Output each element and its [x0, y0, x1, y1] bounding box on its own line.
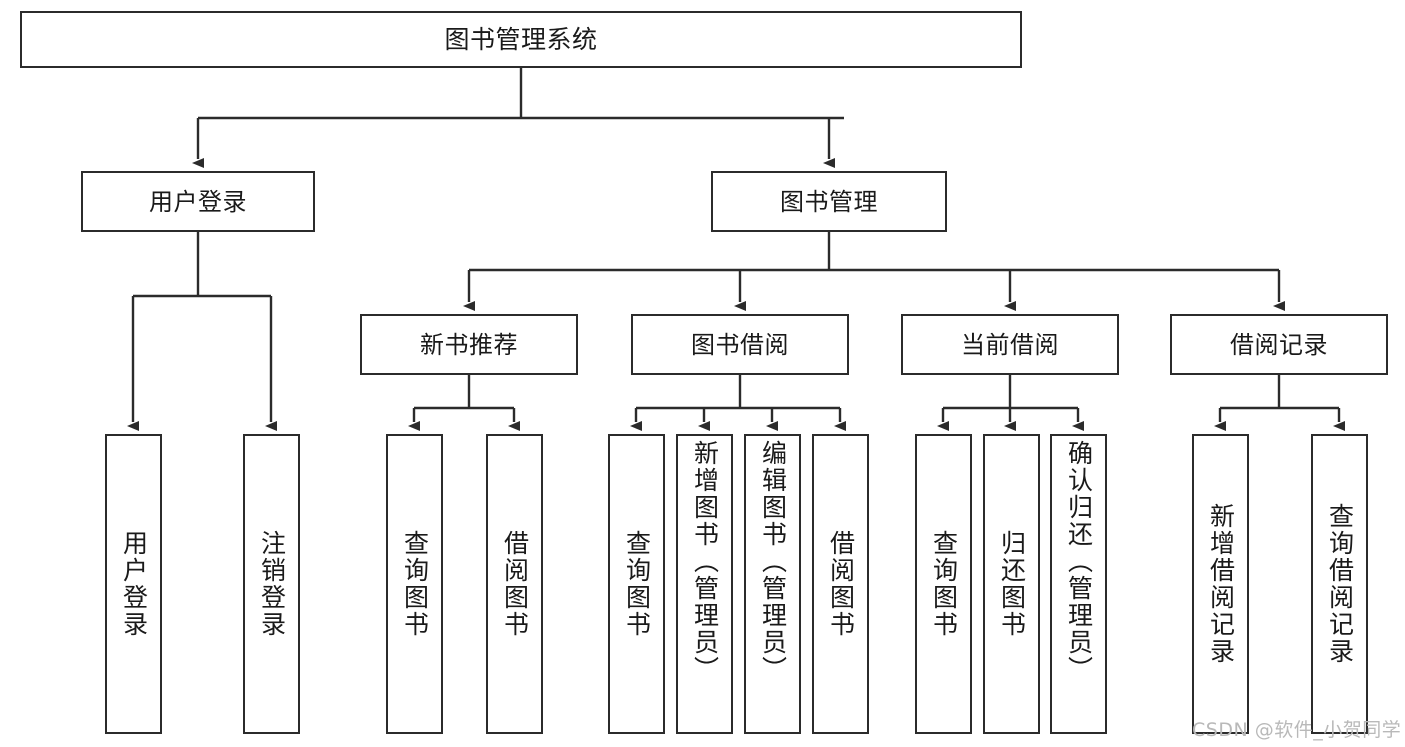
node-root-label: 图书管理系统 — [444, 25, 598, 54]
node-leaf-user-logout-label: 注销登录 — [257, 530, 287, 638]
edges-borrowrecord-to-leaves — [1214, 375, 1345, 431]
edges-currentborrow-to-leaves — [937, 375, 1084, 431]
node-leaf-edit-book-admin[interactable]: 编辑图书（管理员） — [744, 434, 801, 734]
node-user-login-label: 用户登录 — [149, 187, 247, 216]
node-borrow-record-label: 借阅记录 — [1230, 330, 1328, 359]
node-leaf-query-book-2-label: 查询图书 — [622, 530, 652, 638]
node-root[interactable]: 图书管理系统 — [20, 11, 1022, 68]
edges-userlogin-to-leaves — [127, 232, 277, 431]
node-user-login[interactable]: 用户登录 — [81, 171, 315, 232]
node-leaf-borrow-book-1[interactable]: 借阅图书 — [486, 434, 543, 734]
node-leaf-user-login[interactable]: 用户登录 — [105, 434, 162, 734]
edges-bookborrow-to-leaves — [630, 375, 846, 431]
node-new-book-recommend-label: 新书推荐 — [420, 330, 518, 359]
node-leaf-return-book-label: 归还图书 — [997, 530, 1027, 638]
node-leaf-query-book-3-label: 查询图书 — [929, 530, 959, 638]
node-book-borrow[interactable]: 图书借阅 — [631, 314, 849, 375]
node-borrow-record[interactable]: 借阅记录 — [1170, 314, 1388, 375]
node-leaf-borrow-book-2[interactable]: 借阅图书 — [812, 434, 869, 734]
node-leaf-borrow-book-1-label: 借阅图书 — [500, 530, 530, 638]
node-leaf-add-book-admin[interactable]: 新增图书（管理员） — [676, 434, 733, 734]
node-book-manage-label: 图书管理 — [780, 187, 878, 216]
node-current-borrow-label: 当前借阅 — [961, 330, 1059, 359]
node-leaf-query-borrow-record-label: 查询借阅记录 — [1325, 503, 1355, 665]
node-leaf-query-book-1-label: 查询图书 — [400, 530, 430, 638]
node-book-borrow-label: 图书借阅 — [691, 330, 789, 359]
node-leaf-add-book-admin-label: 新增图书（管理员） — [690, 440, 720, 683]
watermark: CSDN @软件_小贺同学 — [1192, 719, 1402, 741]
node-book-manage[interactable]: 图书管理 — [711, 171, 947, 232]
node-leaf-borrow-book-2-label: 借阅图书 — [826, 530, 856, 638]
node-current-borrow[interactable]: 当前借阅 — [901, 314, 1119, 375]
node-leaf-user-logout[interactable]: 注销登录 — [243, 434, 300, 734]
node-leaf-query-book-2[interactable]: 查询图书 — [608, 434, 665, 734]
node-leaf-confirm-return-admin-label: 确认归还（管理员） — [1064, 440, 1094, 683]
node-new-book-recommend[interactable]: 新书推荐 — [360, 314, 578, 375]
edges-newbook-to-leaves — [408, 375, 520, 431]
node-leaf-query-book-1[interactable]: 查询图书 — [386, 434, 443, 734]
node-leaf-confirm-return-admin[interactable]: 确认归还（管理员） — [1050, 434, 1107, 734]
node-leaf-add-borrow-record-label: 新增借阅记录 — [1206, 503, 1236, 665]
node-leaf-user-login-label: 用户登录 — [119, 530, 149, 638]
node-leaf-query-borrow-record[interactable]: 查询借阅记录 — [1311, 434, 1368, 734]
node-leaf-edit-book-admin-label: 编辑图书（管理员） — [758, 440, 788, 683]
edges-root-to-level2 — [192, 68, 844, 168]
node-leaf-add-borrow-record[interactable]: 新增借阅记录 — [1192, 434, 1249, 734]
node-leaf-query-book-3[interactable]: 查询图书 — [915, 434, 972, 734]
node-leaf-return-book[interactable]: 归还图书 — [983, 434, 1040, 734]
edges-bookmanage-to-level3 — [463, 232, 1285, 311]
